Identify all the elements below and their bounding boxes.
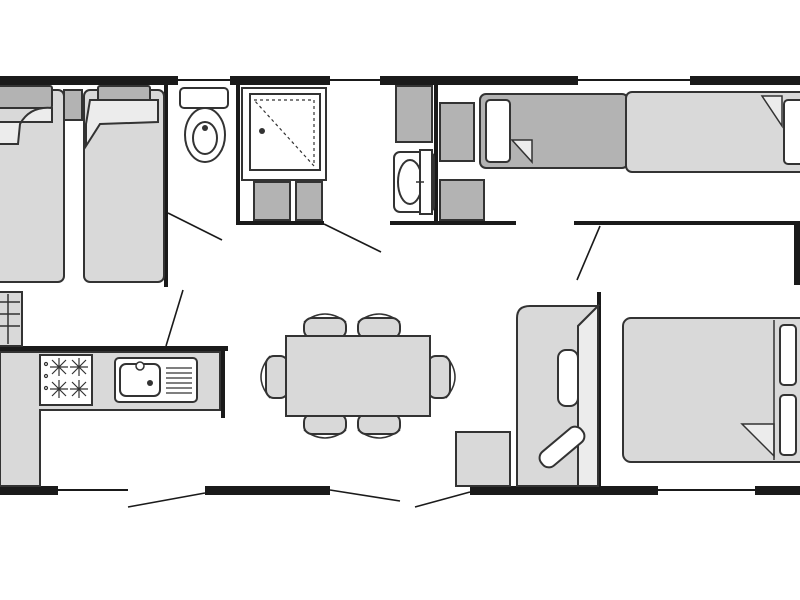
bath-cabinet-2 xyxy=(439,179,485,221)
bath-cabinet-top xyxy=(395,85,433,143)
wc-seat xyxy=(192,121,218,155)
wall-top-2 xyxy=(230,76,330,85)
kitchen-shelf xyxy=(0,291,23,347)
outer-walls xyxy=(0,76,800,508)
bed-sheet-fold-3 xyxy=(510,139,533,164)
twin-bedroom xyxy=(0,85,165,283)
shower-screen xyxy=(252,99,315,168)
patio-door-left xyxy=(127,492,206,508)
wardrobe-hanger xyxy=(538,425,586,469)
dining-chair-bottom-right xyxy=(357,413,401,439)
dining-chair-bottom-left xyxy=(303,413,347,439)
wardrobe-handle xyxy=(557,349,579,407)
door-bunk xyxy=(576,225,601,281)
dining-table xyxy=(285,335,431,417)
bed-sheet-fold-2 xyxy=(85,99,159,150)
shower-cabinet-1 xyxy=(253,181,291,221)
nightstand xyxy=(63,89,83,121)
shower-drain xyxy=(259,128,265,134)
wall-bottom-1 xyxy=(0,486,58,495)
bath-cabinet-1 xyxy=(439,102,475,162)
pillow-1 xyxy=(0,85,53,109)
dining-area xyxy=(260,313,456,439)
door-kitchen xyxy=(165,289,184,347)
dining-chair-left xyxy=(260,355,289,399)
pillow-5 xyxy=(779,324,797,386)
pillow-6 xyxy=(779,394,797,456)
wall-bunk-bottom xyxy=(574,221,800,225)
dining-chair-top-left xyxy=(303,313,347,339)
hob-burners xyxy=(43,358,88,398)
wall-top-4 xyxy=(690,76,800,85)
bed-sheet-fold-4 xyxy=(760,95,783,129)
master-bedroom xyxy=(455,303,800,487)
side-table xyxy=(455,431,511,487)
sink-room xyxy=(393,85,485,221)
sink-drainer xyxy=(166,367,192,394)
single-bed-4 xyxy=(625,91,800,173)
patio-door-mid xyxy=(329,489,401,502)
wall-kitchen-top xyxy=(0,346,228,351)
shower-room xyxy=(241,87,327,221)
pillow-3 xyxy=(485,99,511,163)
wall-top-1 xyxy=(0,76,178,85)
bed-sheet-fold-1 xyxy=(0,106,53,145)
wall-twin-bedroom xyxy=(164,85,168,287)
wall-right-1 xyxy=(794,225,800,285)
wall-sink-right xyxy=(434,85,438,225)
wall-sink-bottom xyxy=(390,221,516,225)
wall-bottom-2 xyxy=(205,486,330,495)
wc-drain xyxy=(202,125,208,131)
wall-shower-left xyxy=(236,85,240,225)
wall-kitchen-right xyxy=(221,346,225,418)
kitchen xyxy=(0,291,221,487)
shower-cabinet-2 xyxy=(295,181,323,221)
patio-door-right xyxy=(414,491,471,508)
wall-shower-bottom xyxy=(236,221,324,225)
door-shower xyxy=(323,223,382,253)
dining-chair-right xyxy=(427,355,456,399)
wall-bottom-3 xyxy=(470,486,658,495)
door-twin-bedroom xyxy=(167,212,223,241)
wardrobe-door xyxy=(577,303,599,487)
wall-bottom-4 xyxy=(755,486,800,495)
dining-chair-top-right xyxy=(357,313,401,339)
toilet-room xyxy=(179,87,229,163)
sink-drain xyxy=(147,380,153,386)
sink-tap xyxy=(135,361,145,371)
wall-top-3 xyxy=(380,76,578,85)
wc-cistern xyxy=(179,87,229,109)
bunk-bedroom xyxy=(479,91,800,173)
pillow-4 xyxy=(783,99,800,165)
